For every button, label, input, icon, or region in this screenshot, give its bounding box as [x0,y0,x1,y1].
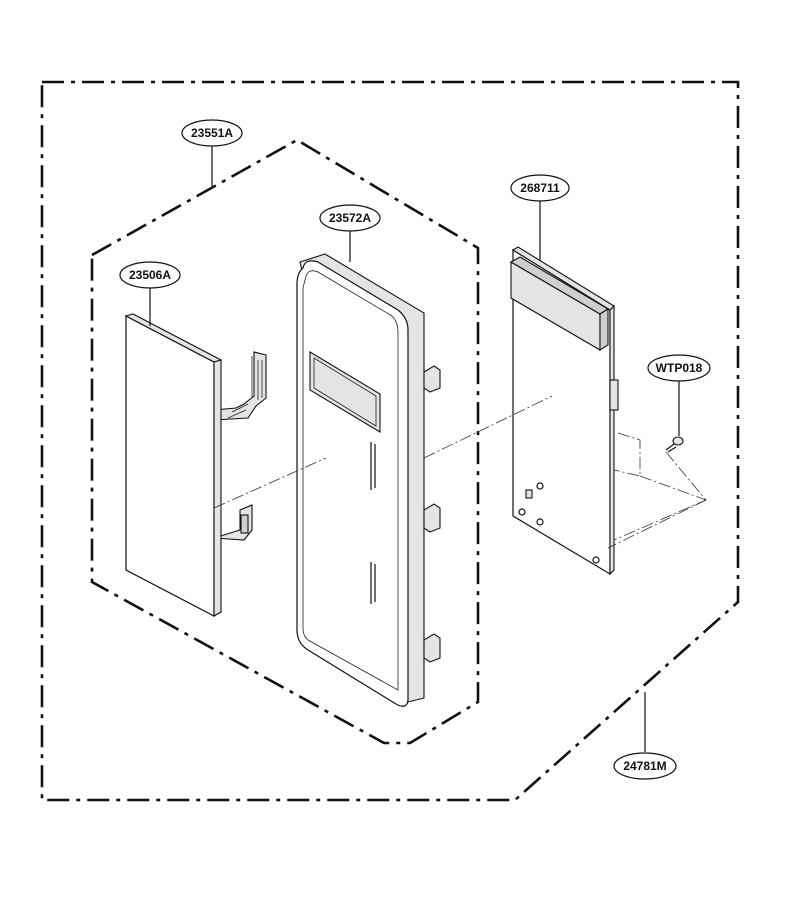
callout-control-panel: 23572A [319,204,381,232]
pcb-assembly-part [509,246,619,576]
inner-subassembly-boundary [90,138,480,745]
callout-assembly: 24781M [613,752,677,780]
callout-control-panel-assembly-label: 23551A [191,126,233,140]
callout-control-panel-assembly: 23551A [181,119,243,147]
assembly-centerlines [213,395,707,549]
callout-assembly-label: 24781M [623,759,666,773]
callout-pcb-assembly-label: 268711 [520,181,560,195]
callout-screw: WTP018 [647,354,711,382]
outer-assembly-boundary [40,80,740,802]
callout-membrane-switch: 23506A [119,261,181,289]
control-panel-part [296,253,441,707]
leader-lines [149,146,680,752]
callout-pcb-assembly: 268711 [510,174,570,202]
screw-part [665,436,684,453]
callout-membrane-switch-label: 23506A [129,268,171,282]
callout-screw-label: WTP018 [656,361,703,375]
membrane-switch-part [124,313,267,617]
callout-control-panel-label: 23572A [329,211,371,225]
